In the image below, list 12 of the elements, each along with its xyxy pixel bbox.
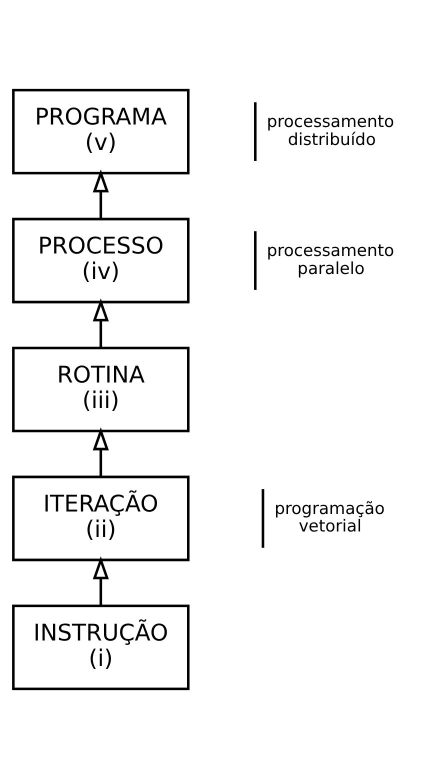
- node-box: ITERAÇÃO (ii): [12, 475, 190, 561]
- node-box: INSTRUÇÃO (i): [12, 604, 190, 690]
- node-box: PROCESSO (iv): [12, 217, 190, 303]
- label: programação vetorial: [274, 498, 385, 536]
- arrow: [92, 298, 109, 348]
- label: processamento distribuído: [266, 112, 394, 148]
- arrow: [92, 426, 109, 476]
- label: processamento paralelo: [266, 240, 394, 278]
- node-box: ROTINA (iii): [12, 346, 190, 432]
- node-box: PROGRAMA (v): [12, 88, 190, 174]
- arrow: [92, 556, 109, 606]
- arrow: [92, 168, 109, 218]
